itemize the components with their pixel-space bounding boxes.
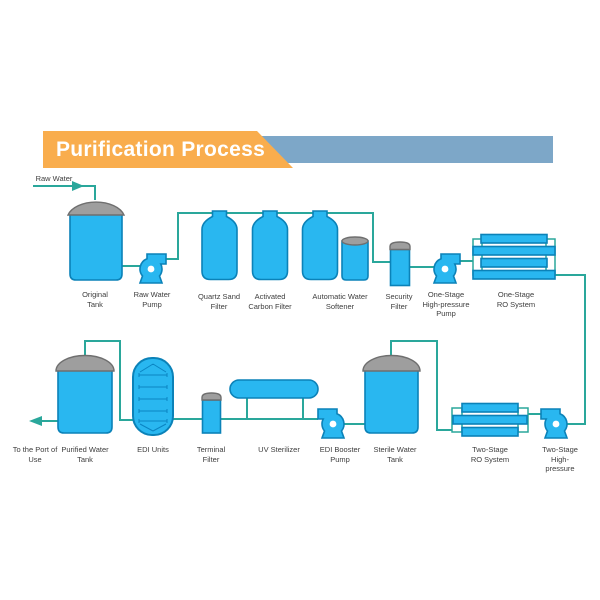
- pipe-raw-water-inlet: [33, 185, 96, 200]
- automatic-water-softener-shape: [301, 210, 369, 281]
- security-filter-shape: [389, 241, 411, 287]
- label-original-tank: Original Tank: [82, 290, 108, 309]
- label-one-stage-ro-system: One-Stage RO System: [496, 290, 536, 309]
- label-raw-water-pump: Raw Water Pump: [133, 290, 171, 309]
- label-two-stage-ro-system: Two-Stage RO System: [470, 445, 510, 464]
- two-stage-hp-pump-shape: [540, 408, 569, 439]
- pipe-ro2-to-sterile-tank: [390, 340, 452, 431]
- quartz-sand-filter-shape: [201, 210, 238, 281]
- raw-water-arrowhead-icon: [72, 181, 84, 191]
- label-edi-booster-pump: EDI Booster Pump: [319, 445, 361, 464]
- label-quartz-sand-filter: Quartz Sand Filter: [197, 292, 241, 311]
- original-tank-shape: [66, 201, 126, 281]
- sterile-water-tank-shape: [362, 354, 421, 434]
- label-two-stage-hp-pump: Two-Stage High-pressure: [542, 445, 578, 473]
- two-stage-ro-system-shape: [451, 402, 529, 437]
- banner-orange-ribbon: Purification Process: [43, 131, 293, 168]
- outlet-arrowhead-icon: [29, 416, 42, 426]
- banner-blue-bar: [258, 136, 553, 163]
- label-automatic-water-softener: Automatic Water Softener: [312, 292, 368, 311]
- to-port-annotation: To the Port of Use: [12, 445, 58, 464]
- edi-units-shape: [132, 357, 174, 436]
- raw-water-annotation: Raw Water: [35, 174, 73, 183]
- raw-water-pump-shape: [138, 253, 167, 284]
- uv-sterilizer-shape: [229, 379, 319, 399]
- one-stage-ro-system-shape: [472, 233, 556, 280]
- one-stage-hp-pump-shape: [432, 253, 461, 284]
- label-terminal-filter: Terminal Filter: [196, 445, 226, 464]
- edi-booster-pump-shape: [317, 408, 346, 439]
- label-sterile-water-tank: Sterile Water Tank: [373, 445, 417, 464]
- terminal-filter-shape: [201, 392, 222, 434]
- pipe-edi-to-purified-tank: [84, 340, 133, 421]
- label-purified-water-tank: Purified Water Tank: [61, 445, 109, 464]
- label-activated-carbon-filter: Activated Carbon Filter: [248, 292, 292, 311]
- label-one-stage-hp-pump: One-Stage High-pressure Pump: [422, 290, 470, 318]
- purified-water-tank-shape: [55, 354, 115, 434]
- label-security-filter: Security Filter: [385, 292, 413, 311]
- activated-carbon-filter-shape: [251, 210, 289, 281]
- pipe-ro1-to-hp2-pump: [555, 274, 586, 425]
- page-title: Purification Process: [56, 137, 266, 161]
- label-uv-sterilizer: UV Sterilizer: [258, 445, 300, 454]
- label-edi-units: EDI Units: [137, 445, 169, 454]
